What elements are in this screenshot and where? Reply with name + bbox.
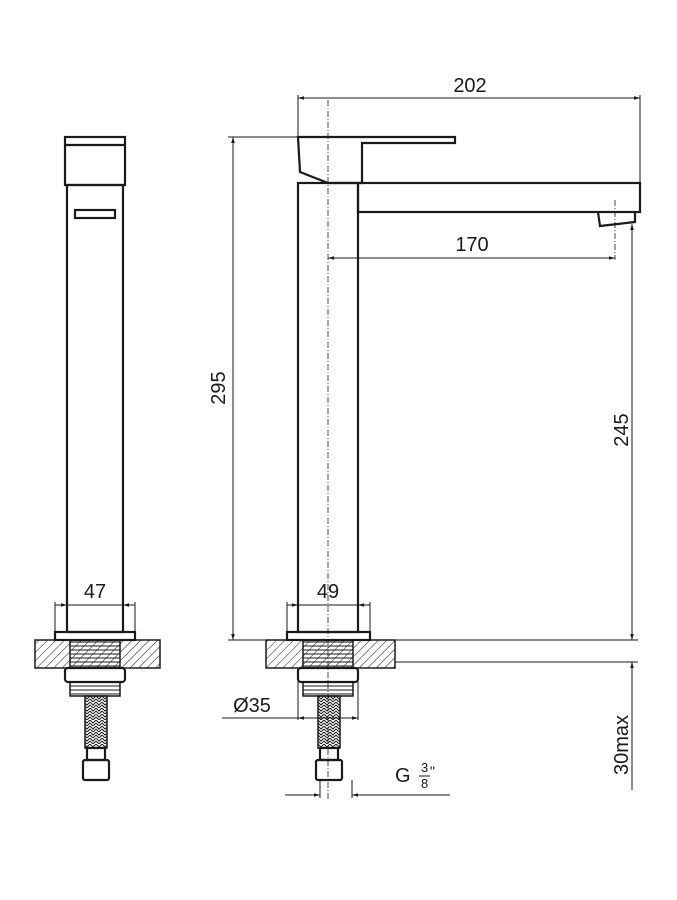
side-plinth (53, 630, 137, 642)
side-body (65, 183, 125, 634)
dim-hole-diameter: Ø35 (233, 695, 271, 717)
svg-text:": " (430, 763, 435, 779)
dim-spout-height: 245 (611, 413, 633, 446)
dim-counter-thickness: 30max (611, 715, 633, 775)
svg-text:3: 3 (421, 760, 428, 775)
dim-overall-width: 202 (453, 75, 486, 97)
side-hex-nut (81, 758, 111, 782)
front-handle-lever (296, 135, 457, 185)
front-hex-nut (314, 758, 344, 782)
side-hose (84, 695, 108, 749)
front-hose (317, 695, 341, 749)
dim-connection-thread: G 3 8 " (395, 760, 435, 791)
dim-spout-reach: 170 (455, 234, 488, 256)
dim-side-body-width: 47 (84, 581, 106, 603)
dim-front-body-width: 49 (317, 581, 339, 603)
side-aerator (73, 208, 117, 220)
side-nut (63, 666, 127, 684)
side-view: 47 (34, 135, 161, 782)
svg-text:G: G (395, 765, 411, 787)
front-plinth (285, 630, 372, 642)
spout (356, 181, 642, 214)
dim-overall-height: 295 (208, 371, 230, 404)
aerator (596, 211, 637, 228)
svg-text:8: 8 (421, 776, 428, 791)
front-view: 202 170 295 245 30max 49 Ø35 G 3 8 " (208, 75, 642, 800)
